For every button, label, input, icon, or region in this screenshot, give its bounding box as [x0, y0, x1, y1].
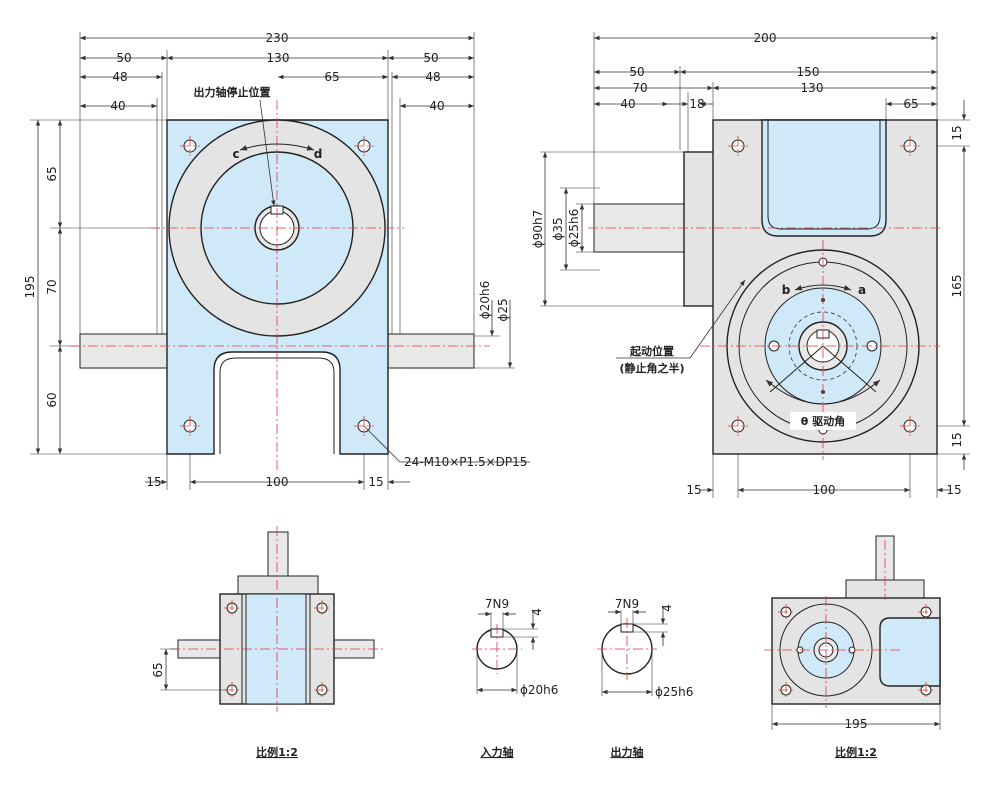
side-dim-dia-25h6: ϕ25h6 — [567, 209, 581, 247]
front-dim-70: 70 — [45, 279, 59, 294]
bottom-right-caption: 比例1:2 — [835, 745, 877, 759]
side-dim-18: 18 — [689, 97, 704, 111]
output-shaft-key: 7N9 — [615, 597, 639, 611]
front-dimension-lines — [35, 35, 513, 485]
side-dim-150: 150 — [797, 65, 820, 79]
front-dim-shaft-25: ϕ25 — [496, 298, 510, 321]
bottom-left-caption: 比例1:2 — [256, 745, 298, 759]
front-centerlines — [70, 100, 490, 470]
front-right-shaft — [387, 333, 475, 369]
output-shaft-caption: 出力轴 — [611, 745, 644, 759]
front-dim-230: 230 — [266, 31, 289, 45]
side-dim-130: 130 — [801, 81, 824, 95]
front-dim-195: 195 — [23, 276, 37, 299]
side-dim-bolt-right-15: 15 — [946, 483, 961, 497]
output-shaft-depth: 4 — [660, 604, 674, 612]
input-shaft-section: 7N9 4 ϕ20h6 入力轴 — [472, 597, 558, 759]
side-view: 200 50 150 70 130 40 18 65 ϕ90h7 ϕ35 ϕ25… — [531, 31, 970, 498]
front-dim-130: 130 — [267, 51, 290, 65]
front-dim-60: 60 — [45, 392, 59, 407]
front-tap-note: 24-M10×P1.5×DP15 — [404, 455, 527, 469]
output-shaft-section: 7N9 4 ϕ25h6 出力轴 — [597, 597, 693, 759]
front-label-c: c — [232, 147, 239, 161]
side-flange — [683, 151, 715, 307]
side-dim-165: 165 — [950, 275, 964, 298]
side-dim-50: 50 — [629, 65, 644, 79]
front-extension-lines — [30, 32, 515, 490]
front-dim-shaft-20h6: ϕ20h6 — [478, 281, 492, 319]
front-dim-left-50: 50 — [116, 51, 131, 65]
front-label-d: d — [314, 147, 323, 161]
side-label-b: b — [782, 283, 791, 297]
side-dim-top-15: 15 — [950, 125, 964, 140]
front-left-shaft — [79, 333, 168, 369]
front-dim-right-50: 50 — [423, 51, 438, 65]
side-label-start-pos: 起动位置 — [629, 344, 674, 358]
front-dim-right-48: 48 — [425, 70, 440, 84]
input-shaft-depth: 4 — [530, 608, 544, 616]
side-dim-65: 65 — [903, 97, 918, 111]
front-dim-left-40: 40 — [110, 99, 125, 113]
front-dim-bolt-right-15: 15 — [368, 475, 383, 489]
bottom-right-view: 195 比例1:2 — [764, 535, 941, 759]
output-shaft-dia: ϕ25h6 — [655, 685, 693, 699]
front-label-output-stop: 出力轴停止位置 — [194, 85, 271, 99]
front-dim-bolt-left-15: 15 — [146, 475, 161, 489]
side-top-slot — [761, 119, 887, 237]
input-shaft-caption: 入力轴 — [481, 745, 514, 759]
front-dim-65-vert: 65 — [45, 166, 59, 181]
side-dim-bolt-left-15: 15 — [686, 483, 701, 497]
side-dim-bolt-100: 100 — [813, 483, 836, 497]
side-dim-40: 40 — [620, 97, 635, 111]
bottom-right-dim-195: 195 — [845, 717, 868, 731]
side-dim-bottom-15: 15 — [950, 432, 964, 447]
side-label-a: a — [858, 283, 866, 297]
side-dim-70: 70 — [632, 81, 647, 95]
input-shaft-dia: ϕ20h6 — [520, 683, 558, 697]
side-label-start-pos-note: (静止角之半) — [619, 361, 684, 375]
side-dimension-lines — [542, 35, 967, 493]
front-dim-right-40: 40 — [429, 99, 444, 113]
side-dim-dia-35: ϕ35 — [551, 217, 565, 240]
front-dim-bolt-100: 100 — [266, 475, 289, 489]
bottom-left-dim-65: 65 — [151, 662, 165, 677]
front-dim-left-48: 48 — [112, 70, 127, 84]
front-dim-65: 65 — [324, 70, 339, 84]
input-shaft-key: 7N9 — [485, 597, 509, 611]
side-label-drive-angle: θ 驱动角 — [801, 414, 845, 428]
side-dim-dia-90h7: ϕ90h7 — [531, 210, 545, 248]
bottom-left-view: 65 比例1:2 — [151, 526, 384, 759]
side-dim-200: 200 — [754, 31, 777, 45]
front-view: 230 50 130 50 48 65 48 40 40 195 65 70 6… — [23, 31, 530, 490]
